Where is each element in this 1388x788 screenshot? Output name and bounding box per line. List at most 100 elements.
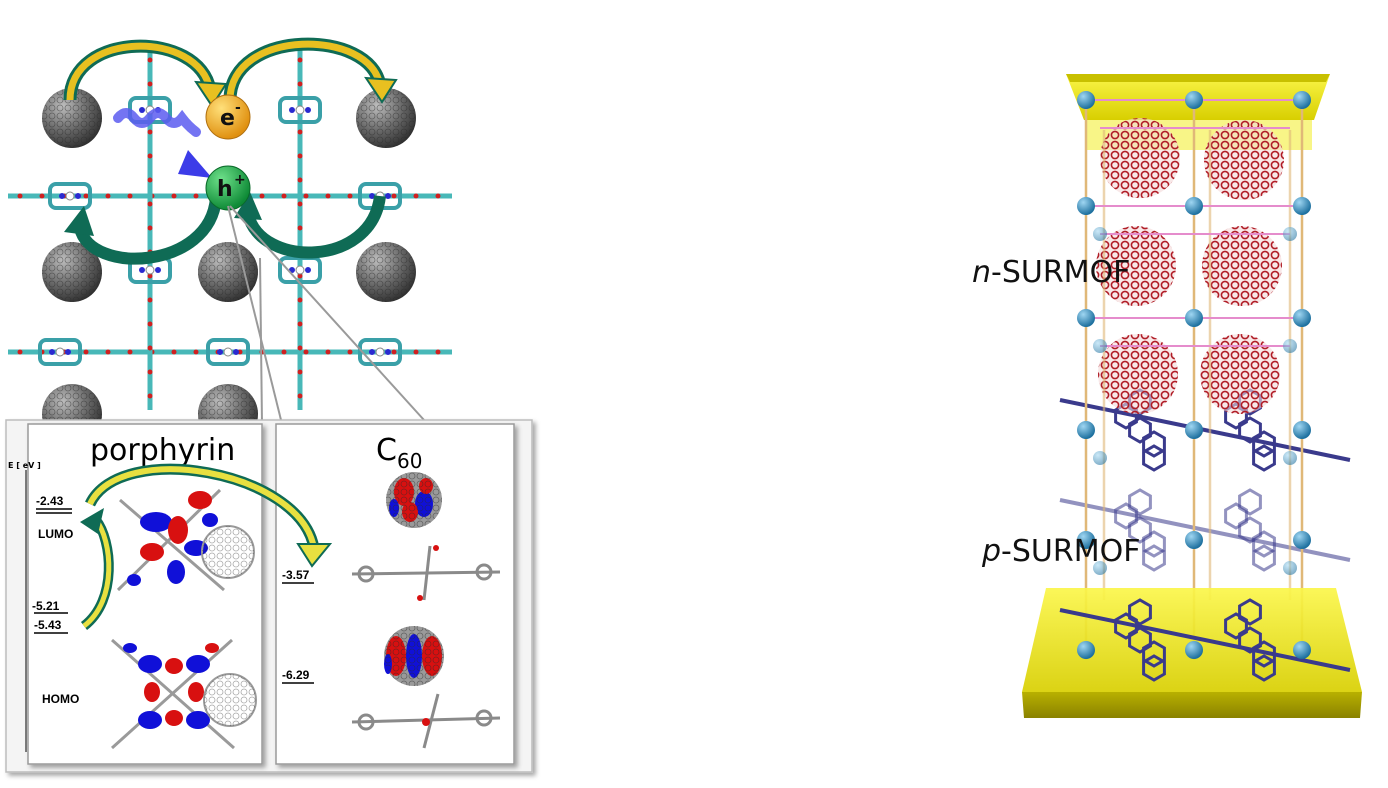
oxygen-atom [297,225,303,231]
nitrogen-atom [139,107,145,113]
fullerene-texture [356,242,416,302]
metal-node-back [1093,451,1107,465]
oxygen-atom [435,193,441,199]
fullerene-texture [1096,226,1176,306]
homo-label: HOMO [42,692,79,706]
level-porphyrin-homo-2: -5.43 [34,618,62,632]
linker-ring [1238,416,1262,444]
metal-node [1185,531,1203,549]
metal-node [1185,91,1203,109]
p-surmof-label: p-SURMOF [981,534,1140,569]
linker-ring [1128,626,1152,654]
nitrogen-atom [289,107,295,113]
electron-symbol: e [220,106,235,131]
n-surmof-suffix: -SURMOF [991,255,1130,290]
oxygen-atom [147,297,153,303]
linker-backbone [1059,608,1351,672]
c60-homo-orbital [351,626,501,749]
linker-ring [1224,502,1248,530]
fullerene-texture [1100,118,1180,198]
nitrogen-atom [59,193,65,199]
oxygen-atom [147,225,153,231]
oxygen-atom [17,193,23,199]
metal-node [1185,309,1203,327]
metal-node [1293,531,1311,549]
oxygen-atom [325,349,331,355]
electron-carrier: e - [205,94,251,140]
oxygen-atom [105,193,111,199]
fullerene-texture [42,242,102,302]
fullerene-texture [1200,334,1280,414]
metal-node [1293,641,1311,659]
oxygen-atom [147,177,153,183]
svg-text:n-SURMOF: n-SURMOF [972,255,1130,290]
oxygen-atom [193,193,199,199]
oxygen-atom [413,193,419,199]
level-porphyrin-homo-1: -5.21 [32,599,60,613]
oxygen-atom [193,349,199,355]
oxygen-atom [127,349,133,355]
oxygen-atom [297,321,303,327]
hole-carrier: h + [205,165,251,211]
oxygen-atom [303,349,309,355]
oxygen-atom [147,345,153,351]
metal-node [1293,91,1311,109]
oxygen-atom [325,193,331,199]
p-surmof-suffix: -SURMOF [1001,534,1140,569]
linker-ring [1142,544,1166,572]
oxygen-atom [147,273,153,279]
energy-axis-label: E [ eV ] [8,461,41,470]
nitrogen-atom [217,349,223,355]
porphyrin-unit [358,338,402,366]
linker-ring [1224,612,1248,640]
metal-node-back [1093,339,1107,353]
nitrogen-atom [233,349,239,355]
metal-node [1077,421,1095,439]
fullerene-texture [42,88,102,148]
linker-ring [1238,598,1262,626]
linker-ring [1142,640,1166,668]
nitrogen-atom [369,349,375,355]
nitrogen-atom [49,349,55,355]
linker-ring [1142,444,1166,472]
linker-ring [1142,654,1166,682]
level-c60-lumo: -3.57 [282,568,310,582]
svg-text:p-SURMOF: p-SURMOF [981,534,1140,569]
lumo-transfer-arrow [85,463,333,568]
energy-level-panels: E [ eV ] porphyrin C 60 -2.43 LUMO -5.21… [5,419,533,773]
metal-node-back [1283,339,1297,353]
oxygen-atom [147,81,153,87]
oxygen-atom [435,349,441,355]
nitrogen-atom [155,267,161,273]
metal-center [223,347,233,357]
oxygen-atom [171,193,177,199]
metal-node [1293,309,1311,327]
metal-node [1293,421,1311,439]
oxygen-atom [297,297,303,303]
linker-ring [1252,640,1276,668]
metal-center [375,347,385,357]
porphyrin-unit [206,338,250,366]
linker-ring [1238,516,1262,544]
oxygen-atom [17,349,23,355]
metal-node [1185,421,1203,439]
oxygen-atom [147,369,153,375]
porphyrin-unit [48,182,92,210]
oxygen-atom [297,345,303,351]
oxygen-atom [39,193,45,199]
oxygen-atom [297,81,303,87]
oxygen-atom [105,349,111,355]
oxygen-atom [83,193,89,199]
electron-transfer-arrow-right [223,37,398,104]
photon-excitation-arrow [113,108,212,178]
oxygen-atom [391,349,397,355]
oxygen-atom [297,57,303,63]
oxygen-atom [297,201,303,207]
linker-ring [1128,416,1152,444]
linker-ring [1252,444,1276,472]
hole-charge: + [234,172,246,188]
porphyrin-unit [38,338,82,366]
metal-node [1185,641,1203,659]
oxygen-atom [147,57,153,63]
level-c60-homo: -6.29 [282,668,310,682]
